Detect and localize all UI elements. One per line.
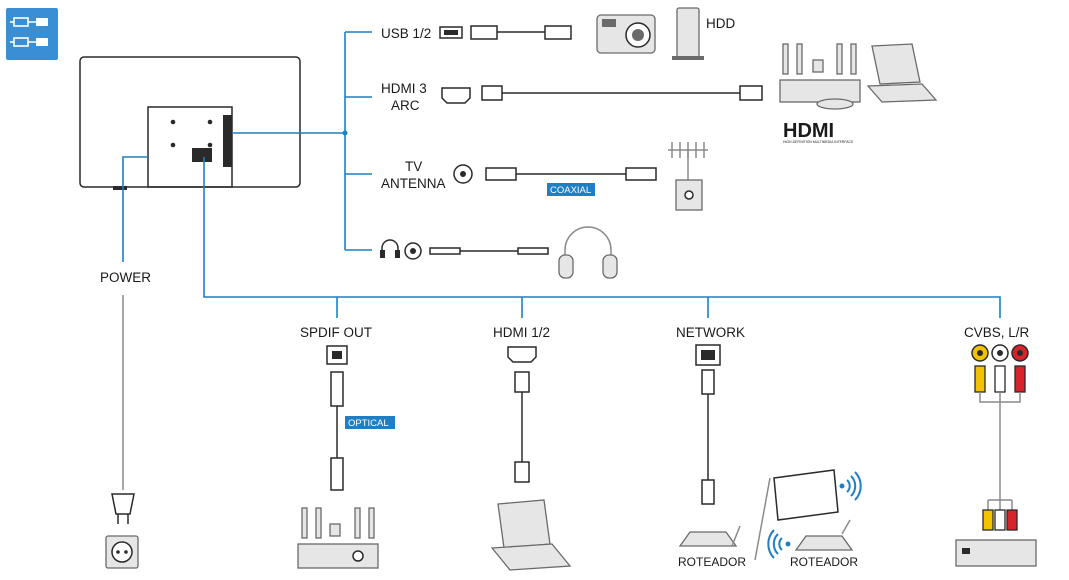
hdmi-plug-icon — [481, 85, 503, 101]
usb-row: USB 1/2 HDD — [381, 7, 735, 60]
router-icon — [678, 525, 741, 547]
cvbs-label: CVBS, L/R — [964, 325, 1030, 340]
coax-plug-icon — [485, 167, 517, 181]
headphones-icon — [558, 226, 618, 279]
hdmi12-column: HDMI 1/2 — [490, 325, 572, 571]
headphone-small-icon — [380, 239, 400, 258]
set-top-box-icon — [955, 539, 1037, 567]
wall-socket-icon — [105, 535, 139, 569]
audio-plug-icon — [429, 247, 461, 255]
hdmi-port-icon — [441, 87, 471, 104]
coaxial-tag — [547, 183, 595, 196]
hdmi-logo-subtext: HIGH-DEFINITION MULTIMEDIA INTERFACE — [783, 140, 854, 144]
hdmi-plug-icon — [514, 371, 530, 393]
hdmi-port-icon — [507, 346, 537, 363]
hdmi-logo: HDMI HIGH-DEFINITION MULTIMEDIA INTERFAC… — [783, 120, 854, 144]
usb-label: USB 1/2 — [381, 26, 431, 41]
ethernet-plug-icon — [701, 369, 715, 395]
power-column: POWER — [100, 270, 151, 569]
spdif-column: SPDIF OUT OPTICAL — [297, 325, 395, 569]
coax-plug-icon — [625, 167, 657, 181]
wifi-signal-icon — [767, 529, 791, 559]
rca-plugs-icon — [974, 365, 1026, 531]
network-column: NETWORK ROTEADOR ROTEADOR — [676, 325, 862, 569]
antenna-row: TV ANTENNA COAXIAL — [381, 142, 708, 211]
rca-ports-icon — [971, 344, 1029, 362]
tv-label: TV — [405, 159, 422, 174]
home-theater-icon — [779, 43, 861, 110]
home-theater-icon — [297, 507, 379, 569]
optical-plug-icon — [330, 371, 344, 407]
usb-plug-icon — [544, 25, 572, 40]
optical-tag-text: OPTICAL — [348, 418, 389, 429]
optical-tag — [345, 416, 395, 429]
hdmi3-arc-label: ARC — [391, 98, 420, 113]
audio-plug-icon — [517, 247, 549, 255]
hdmi3-row: HDMI 3 ARC HDMI HIGH-DEFINITION MULTIMED… — [381, 43, 938, 144]
router-label: ROTEADOR — [678, 555, 746, 569]
hdd-label: HDD — [706, 16, 735, 31]
wifi-router-icon — [794, 519, 854, 551]
hdmi3-label: HDMI 3 — [381, 81, 427, 96]
tv-back-panel — [79, 56, 301, 190]
antenna-label: ANTENNA — [381, 176, 446, 191]
camera-icon — [596, 14, 656, 54]
hdmi-plug-icon — [739, 85, 763, 101]
wifi-router-label: ROTEADOR — [790, 555, 858, 569]
wifi-signal-icon — [839, 471, 862, 501]
hdmi-plug-icon — [514, 461, 530, 483]
antenna-icon — [668, 142, 708, 211]
power-label: POWER — [100, 270, 151, 285]
usb-plug-icon — [470, 25, 498, 40]
laptop-icon — [866, 43, 938, 103]
hdmi12-label: HDMI 1/2 — [493, 325, 550, 340]
cvbs-column: CVBS, L/R — [955, 325, 1037, 567]
optical-plug-icon — [330, 457, 344, 491]
hdd-icon — [672, 7, 704, 60]
headphone-row — [380, 226, 618, 279]
connections-badge-icon — [6, 8, 58, 60]
connection-lines — [122, 31, 1001, 318]
spdif-label: SPDIF OUT — [300, 325, 372, 340]
power-plug-icon — [111, 493, 135, 524]
tv-screen-icon — [773, 469, 839, 521]
coaxial-tag-text: COAXIAL — [550, 185, 591, 196]
laptop-icon — [490, 499, 572, 571]
ethernet-plug-icon — [701, 479, 715, 505]
hdmi-logo-text: HDMI — [783, 120, 834, 142]
network-label: NETWORK — [676, 325, 745, 340]
